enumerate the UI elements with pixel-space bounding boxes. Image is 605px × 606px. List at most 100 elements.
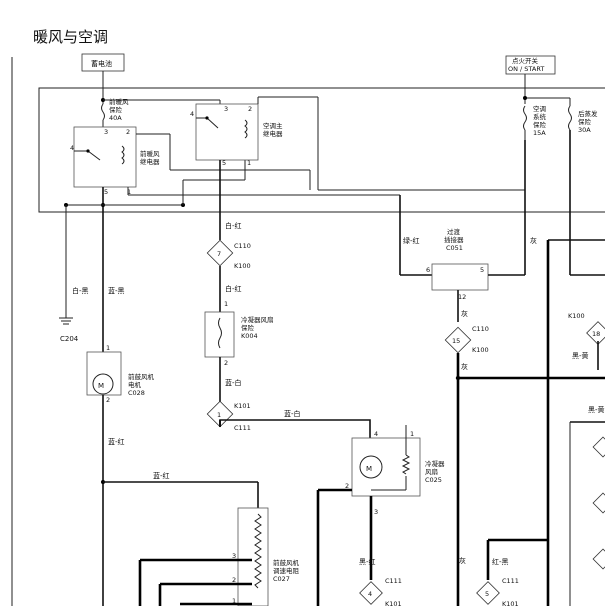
fuse-k004-pin2: 2 xyxy=(224,359,228,367)
fan-pin3: 3 xyxy=(374,508,378,516)
relay1-coil-symbol xyxy=(121,145,125,165)
connector-1-number: 1 xyxy=(217,411,221,419)
blower-resistor-box xyxy=(237,507,269,606)
wire-label-blue-black: 蓝-黑 xyxy=(108,286,125,295)
relay1-pin2: 2 xyxy=(126,128,130,136)
fan-pin4: 4 xyxy=(374,430,378,438)
front-blower-motor-m: M xyxy=(98,382,104,390)
transition-connector-label-1: 过渡 xyxy=(447,227,461,236)
relay2-switch-arm xyxy=(206,117,219,129)
connector-5-diamond xyxy=(476,581,500,605)
wire-label-black-red: 黑-红 xyxy=(359,557,376,566)
wire-label-black-partial: 黑-黄 xyxy=(588,405,605,414)
transition-connector-label-2: 插接器 xyxy=(444,235,464,244)
condenser-fan-m: M xyxy=(366,465,372,473)
diagram-title: 暖风与空调 xyxy=(33,28,108,46)
wire-label-gray-2: 灰 xyxy=(461,309,468,318)
condenser-fan-fuse-label-3: K004 xyxy=(241,332,258,340)
ignition-switch-label-1: 点火开关 xyxy=(512,56,539,65)
relay2-pin4: 4 xyxy=(190,110,194,118)
relay2-pivot-dot xyxy=(205,116,209,120)
resistor-pin2: 2 xyxy=(232,576,236,584)
connector-18-number: 18 xyxy=(592,330,600,338)
relay1-pivot-dot xyxy=(86,149,90,153)
connector-15-diamond xyxy=(444,326,472,354)
front-blower-fuse-symbol xyxy=(101,103,105,121)
connector-k101-label-1: K101 xyxy=(234,402,251,410)
rear-evap-fuse-label-3: 30A xyxy=(578,126,591,134)
wire-label-black-yellow: 黑-黄 xyxy=(572,351,589,360)
connector-c110-label-2: C110 xyxy=(472,325,489,333)
connector-right-diamond-1 xyxy=(592,436,605,458)
condenser-fan-label-2: 风扇 xyxy=(425,467,438,476)
connector-4-number: 4 xyxy=(368,590,372,598)
front-blower-motor-box xyxy=(86,351,122,396)
relay2-pin5: 5 xyxy=(222,159,226,167)
connector-k101-label-2: K101 xyxy=(385,600,402,606)
front-blower-motor-label-2: 电机 xyxy=(128,380,142,389)
ac-system-fuse-symbol xyxy=(523,105,527,131)
relay2-pin3: 3 xyxy=(224,105,228,113)
front-blower-motor-circle xyxy=(92,373,114,395)
connector-c111-label-2: C111 xyxy=(385,577,402,585)
ac-main-relay-box xyxy=(195,103,259,161)
fan-pin2: 2 xyxy=(345,482,349,490)
rear-evap-fuse-label-2: 保险 xyxy=(578,117,592,126)
battery-label: 蓄电池 xyxy=(91,59,112,68)
junction-dot-ign xyxy=(523,96,527,100)
wire-label-gray-1: 灰 xyxy=(530,236,537,245)
relay1-pin3: 3 xyxy=(104,128,108,136)
wire-label-blue-red-2: 蓝-红 xyxy=(153,471,170,480)
ac-main-relay-label-2: 继电器 xyxy=(263,129,283,138)
relay2-pin2: 2 xyxy=(248,105,252,113)
ac-main-relay-label-1: 空调主 xyxy=(263,121,283,130)
ac-system-fuse-label-2: 系统 xyxy=(533,112,547,121)
c051-pin12: 12 xyxy=(458,293,466,301)
condenser-fan-fuse-label-1: 冷凝器风扇 xyxy=(241,315,274,324)
connector-c111-label-3: C111 xyxy=(502,577,519,585)
fuse-k004-pin1: 1 xyxy=(224,300,228,308)
connector-c111-label-1: C111 xyxy=(234,424,251,432)
motor1-pin2: 2 xyxy=(106,396,110,404)
front-blower-fuse-label-2: 保险 xyxy=(109,105,123,114)
connector-4-diamond xyxy=(359,581,383,605)
blower-resistor-label-1: 前鼓风机 xyxy=(273,558,300,567)
wire-label-gray-4: 灰 xyxy=(459,556,466,565)
condenser-fan-label-1: 冷凝器 xyxy=(425,459,445,468)
ac-system-fuse-label-1: 空调 xyxy=(533,104,546,113)
front-blower-relay-label-1: 前暖风 xyxy=(140,149,160,158)
fuse-relay-box-outline xyxy=(38,87,605,213)
wire-label-white-black: 白-黑 xyxy=(72,286,89,295)
transition-connector-box xyxy=(431,263,489,291)
wire-label-blue-white-1: 蓝-白 xyxy=(225,378,242,387)
connector-7-diamond xyxy=(206,239,234,267)
relay1-pin4: 4 xyxy=(70,144,74,152)
blower-resistor-label-2: 调速电阻 xyxy=(273,566,300,575)
wire-label-blue-white-2: 蓝-白 xyxy=(284,409,301,418)
relay2-pin1: 1 xyxy=(247,159,251,167)
wire-label-white-red-2: 白-红 xyxy=(225,284,242,293)
connector-c110-label-1: C110 xyxy=(234,242,251,250)
connector-right-diamond-3 xyxy=(592,548,605,570)
connector-k100-label-1: K100 xyxy=(234,262,251,270)
front-blower-motor-label-1: 前鼓风机 xyxy=(128,372,155,381)
wire-label-red-black: 红-黑 xyxy=(492,557,509,566)
wire-label-blue-red-1: 蓝-红 xyxy=(108,437,125,446)
ac-system-fuse-label-4: 15A xyxy=(533,129,546,137)
c051-pin6: 6 xyxy=(426,266,430,274)
connector-5-number: 5 xyxy=(485,590,489,598)
rear-evap-fuse-symbol xyxy=(568,105,572,131)
relay1-pin5: 5 xyxy=(104,188,108,196)
wire-label-gray-3: 灰 xyxy=(461,362,468,371)
relay1-switch-arm xyxy=(87,150,101,161)
resistor-pin3: 3 xyxy=(232,552,236,560)
connector-k101-label-3: K101 xyxy=(502,600,519,606)
connector-k100-label-3: K100 xyxy=(568,312,585,320)
front-blower-relay-label-2: 继电器 xyxy=(140,157,160,166)
front-blower-relay-box xyxy=(73,126,137,188)
ignition-switch-label-2: ON / START xyxy=(508,65,544,73)
condenser-fan-motor-circle xyxy=(359,455,383,479)
motor1-pin1: 1 xyxy=(106,344,110,352)
connector-k100-label-2: K100 xyxy=(472,346,489,354)
